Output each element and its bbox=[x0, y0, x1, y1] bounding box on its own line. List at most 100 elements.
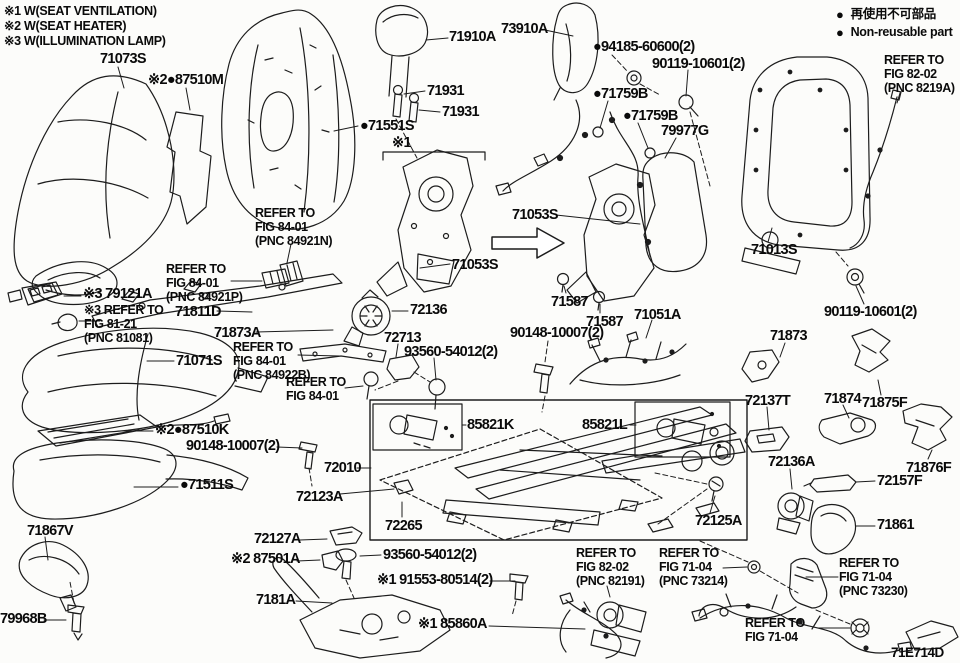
non-reusable-legend: ● 再使用不可部品 ● Non-reusable part bbox=[836, 6, 953, 42]
alignment-dashes bbox=[70, 55, 850, 624]
part-number-label: 85821K bbox=[467, 417, 514, 433]
screw-91553 bbox=[510, 574, 528, 600]
cushion-shield-outline bbox=[19, 542, 88, 611]
motor-72136a bbox=[777, 493, 813, 534]
part-number-label: 79968B bbox=[0, 611, 47, 627]
diagram-code: 71E714D bbox=[891, 645, 944, 660]
part-number-label: ※2 87501A bbox=[231, 551, 300, 567]
cover-71861 bbox=[811, 505, 855, 554]
part-number-label: ●71759B bbox=[593, 86, 648, 102]
seat-back-frame bbox=[742, 57, 870, 274]
part-number-label: 71073S bbox=[100, 51, 146, 67]
slide-motor-85821k bbox=[390, 415, 454, 448]
lifter-motor-85821l bbox=[657, 413, 721, 448]
part-number-label: 90119-10601(2) bbox=[824, 304, 917, 320]
side-airbag-outline bbox=[553, 3, 598, 100]
part-number-label: ※2●87510M bbox=[148, 72, 224, 88]
note-line: ※2 W(SEAT HEATER) bbox=[4, 19, 127, 33]
part-number-label: 7181A bbox=[256, 592, 296, 608]
recliner-cover-pads bbox=[262, 261, 303, 288]
anchor-nut bbox=[851, 619, 869, 637]
part-number-label: 72713 bbox=[384, 330, 422, 346]
non-reusable-dot-icon: ● bbox=[836, 7, 844, 22]
cushion-wire-harness bbox=[570, 332, 686, 385]
nut-71759b-1 bbox=[593, 127, 603, 137]
part-number-label: ●71511S bbox=[180, 477, 234, 493]
part-number-label: ※1 bbox=[392, 135, 412, 151]
part-number-label: 72125A bbox=[695, 513, 742, 529]
harness-82191 bbox=[560, 593, 621, 658]
part-number-label: 71053S bbox=[452, 257, 498, 273]
group-bracket bbox=[383, 152, 485, 160]
part-number-label: 71873A bbox=[214, 325, 261, 341]
legend-row-en: ● Non-reusable part bbox=[836, 24, 953, 42]
rail-84922b bbox=[300, 344, 386, 362]
bracket-71875f bbox=[852, 329, 890, 372]
part-number-label: 71876F bbox=[906, 460, 952, 476]
part-number-label: ※3 79121A bbox=[83, 286, 152, 302]
part-number-label: 71931 bbox=[442, 104, 480, 120]
part-number-label: 93560-54012(2) bbox=[404, 344, 498, 360]
bracket-72137t bbox=[745, 427, 789, 452]
non-reusable-dot-icon: ● bbox=[836, 24, 844, 40]
seat-cushion-pad-outline bbox=[13, 440, 248, 519]
grommet-73214 bbox=[748, 561, 760, 573]
part-number-label: 71587 bbox=[551, 294, 589, 310]
seat-track-assembly bbox=[380, 407, 745, 540]
part-number-label: 90119-10601(2) bbox=[652, 56, 745, 72]
bracket-71876f-upper bbox=[903, 404, 952, 450]
recliner-mechanism-right bbox=[558, 164, 656, 310]
leader-lines bbox=[44, 30, 932, 629]
part-number-label: 90148-10007(2) bbox=[510, 325, 604, 341]
part-number-label: 79977G bbox=[661, 123, 709, 139]
part-number-label: 71931 bbox=[427, 83, 465, 99]
seat-back-board-pad bbox=[643, 153, 707, 272]
part-number-label: ●71551S bbox=[360, 118, 415, 134]
part-number-label: 72265 bbox=[385, 518, 423, 534]
part-number-label: 71811D bbox=[175, 304, 221, 320]
part-number-label: 71587 bbox=[586, 314, 624, 330]
nut-71759b-2 bbox=[645, 148, 655, 158]
part-number-label: 71874 bbox=[824, 391, 862, 407]
direction-arrow bbox=[492, 228, 564, 258]
part-number-label: 71910A bbox=[449, 29, 496, 45]
part-number-label: ※1 91553-80514(2) bbox=[377, 572, 493, 588]
part-number-label: 85821L bbox=[582, 417, 628, 433]
variant-notes: ※1 W(SEAT VENTILATION) ※2 W(SEAT HEATER)… bbox=[4, 4, 166, 49]
legend-text-en: Non-reusable part bbox=[850, 24, 953, 39]
legend-row-jp: ● 再使用不可部品 bbox=[836, 6, 952, 24]
note-line: ※1 W(SEAT VENTILATION) bbox=[4, 4, 157, 18]
bolt-90148-center bbox=[534, 364, 553, 393]
part-number-label: 71873 bbox=[770, 328, 808, 344]
part-number-label: 72137T bbox=[745, 393, 791, 409]
part-number-label: 71875F bbox=[862, 395, 908, 411]
bolt-72125a bbox=[709, 477, 723, 501]
part-number-label: 72010 bbox=[324, 460, 362, 476]
part-number-label: ※2●87510K bbox=[155, 422, 229, 438]
shield-screw bbox=[68, 605, 84, 640]
part-number-label: 71867V bbox=[27, 523, 73, 539]
bolt-90119-lower bbox=[847, 269, 864, 293]
bracket-71873 bbox=[742, 350, 779, 382]
headrest-outline bbox=[376, 6, 428, 97]
clip-87501a bbox=[322, 551, 343, 570]
clip-72127a bbox=[330, 527, 362, 545]
seat-belt-buckle bbox=[699, 558, 827, 618]
part-number-label: ●71759B bbox=[623, 108, 678, 124]
headrest-screws bbox=[393, 86, 419, 123]
seat-track-group-box bbox=[370, 400, 747, 540]
screw-93560-lower bbox=[336, 549, 356, 579]
legend-text-jp: 再使用不可部品 bbox=[850, 7, 937, 22]
recliner-mechanism-left bbox=[377, 150, 473, 296]
part-number-label: 71053S bbox=[512, 207, 558, 223]
bracket-72157f bbox=[804, 475, 856, 492]
part-number-label: 73910A bbox=[501, 21, 548, 37]
